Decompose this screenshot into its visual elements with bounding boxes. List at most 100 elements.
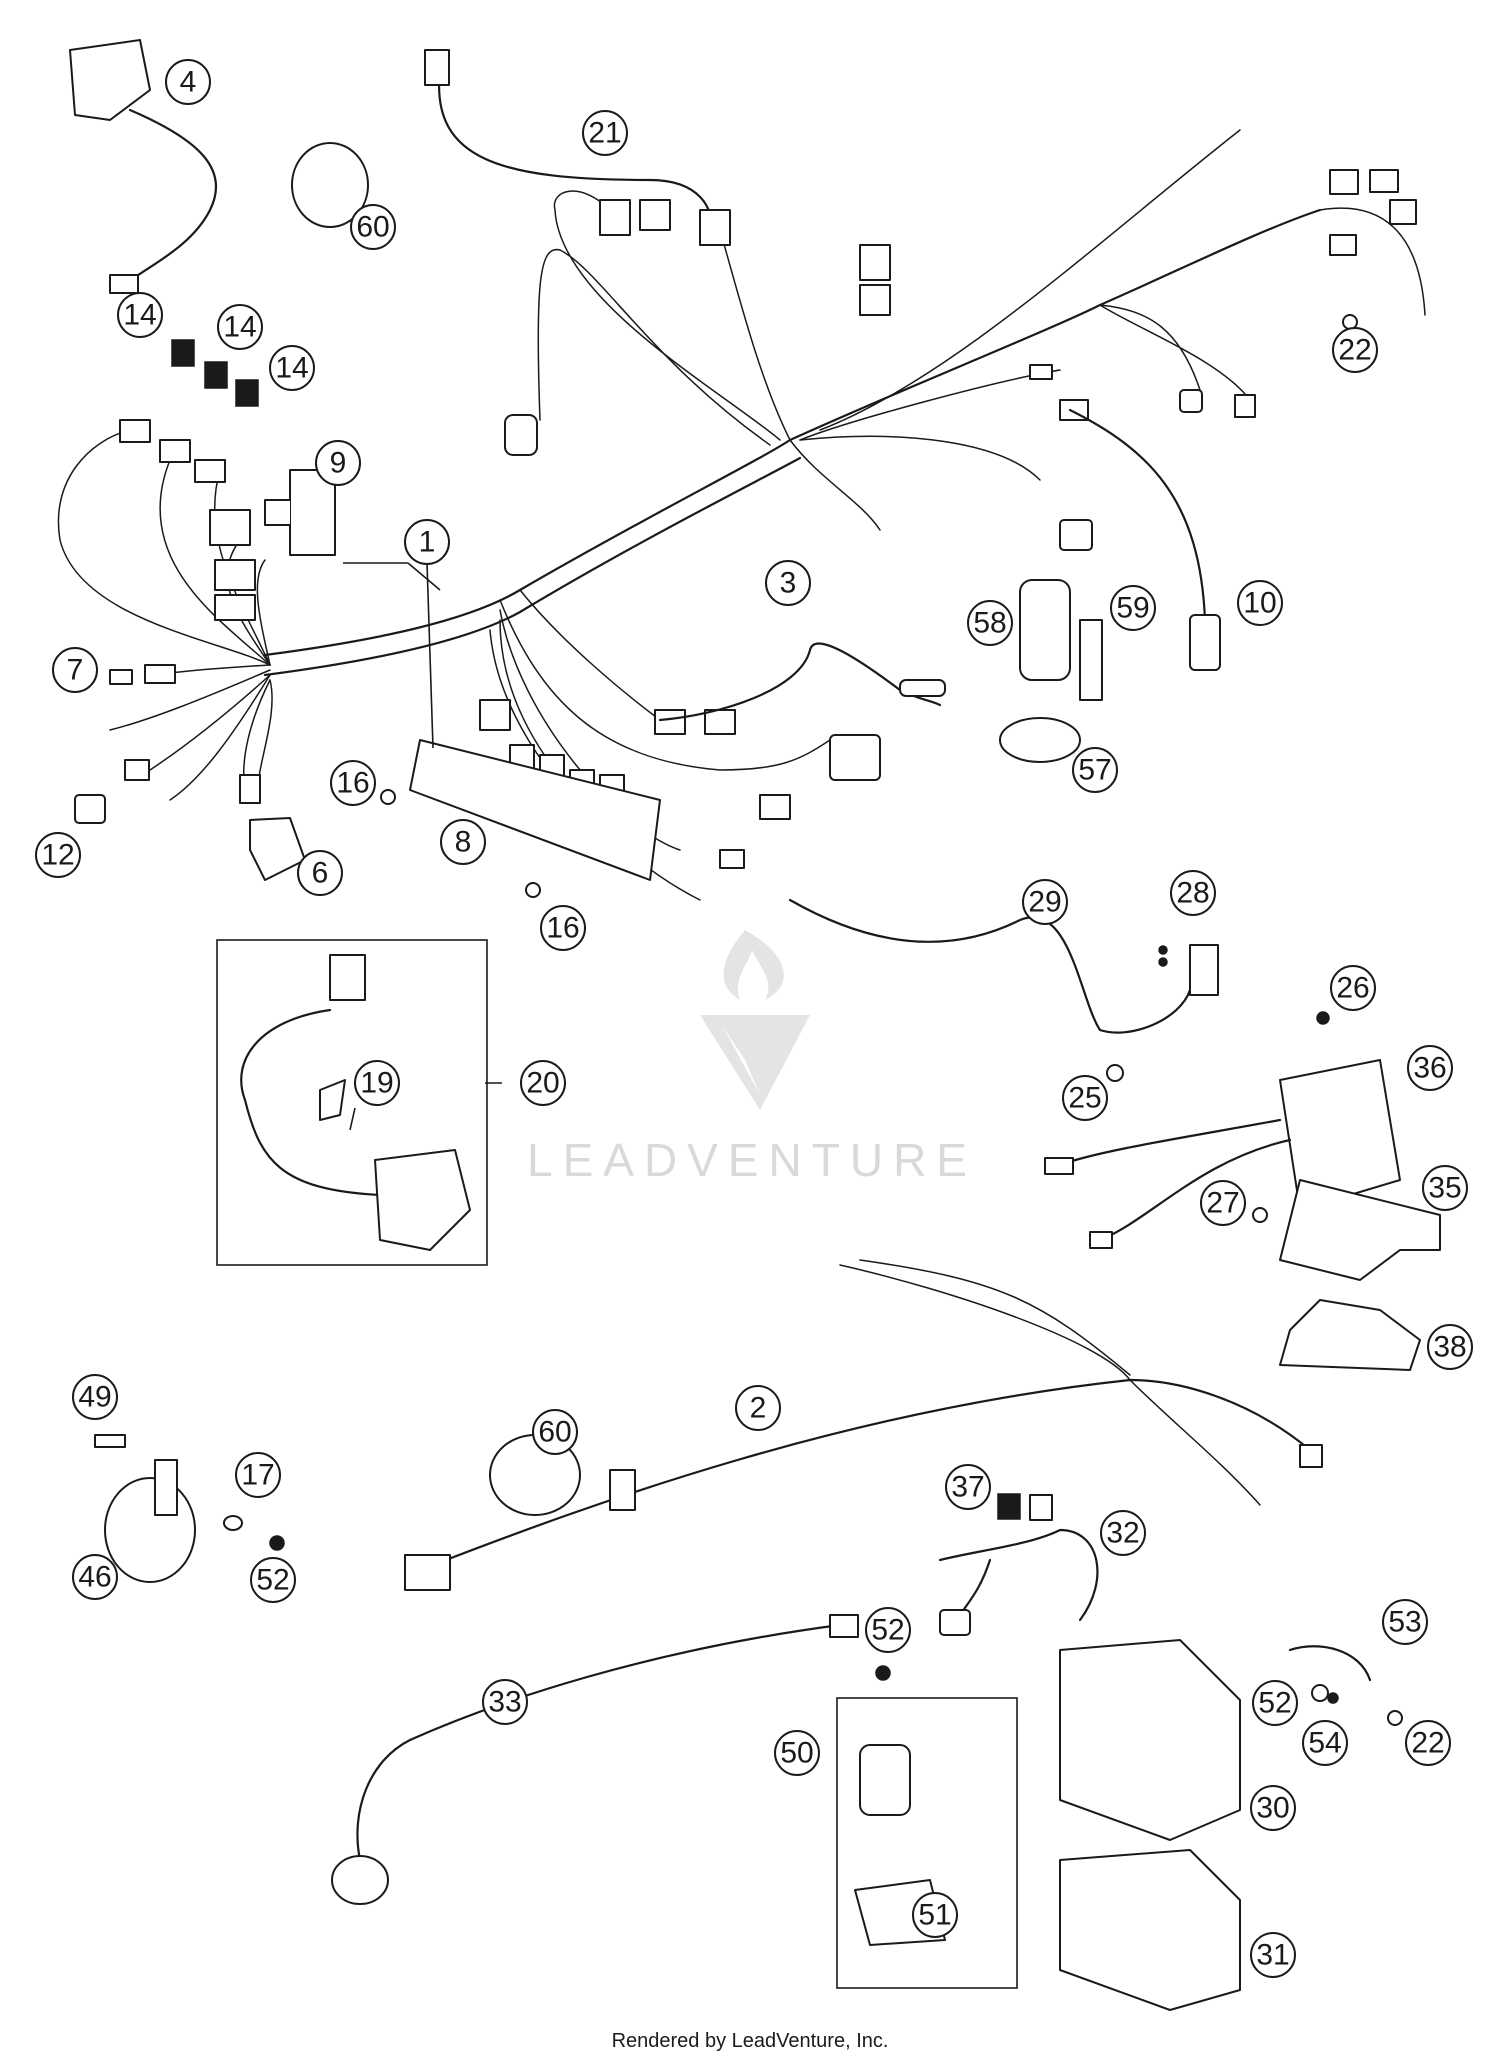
- screw: [1252, 1207, 1268, 1223]
- handlebar-switch: [374, 1149, 471, 1251]
- rubber-ring: [999, 717, 1081, 763]
- callout-28: 28: [1170, 870, 1216, 916]
- cable-terminal: [829, 1614, 859, 1638]
- svg-text:22: 22: [1338, 334, 1371, 367]
- svg-text:60: 60: [356, 211, 389, 244]
- nut: [269, 1535, 285, 1551]
- callout-54: 54: [1302, 1720, 1348, 1766]
- svg-text:46: 46: [78, 1561, 111, 1594]
- footer-credit: Rendered by LeadVenture, Inc.: [611, 2030, 889, 2052]
- callout-58: 58: [967, 600, 1013, 646]
- svg-text:58: 58: [973, 607, 1006, 640]
- callout-36: 36: [1407, 1045, 1453, 1091]
- callout-22: 22: [1405, 1720, 1451, 1766]
- svg-text:52: 52: [871, 1614, 904, 1647]
- callout-22: 22: [1332, 327, 1378, 373]
- connector-block: [1389, 199, 1417, 225]
- svg-text:52: 52: [1258, 1687, 1291, 1720]
- svg-text:57: 57: [1078, 754, 1111, 787]
- regulator-bracket: [1279, 1179, 1441, 1281]
- screw: [1342, 314, 1358, 330]
- main-fuse: [997, 1493, 1021, 1520]
- callout-2: 2: [735, 1385, 781, 1431]
- callout-52: 52: [1252, 1680, 1298, 1726]
- cable-clip: [1106, 1064, 1124, 1082]
- main-wiring-harness: [57, 129, 1426, 901]
- starter-relay-box: [836, 1697, 1018, 1989]
- connector-block: [239, 774, 261, 804]
- fuse: [171, 339, 195, 367]
- svg-text:35: 35: [1428, 1172, 1461, 1205]
- svg-text:4: 4: [180, 66, 197, 99]
- callout-16: 16: [540, 905, 586, 951]
- callout-60: 60: [350, 204, 396, 250]
- svg-text:12: 12: [41, 839, 74, 872]
- nut: [1327, 1692, 1339, 1704]
- relay-slot: [479, 699, 511, 731]
- svg-text:54: 54: [1308, 1727, 1341, 1760]
- svg-text:14: 14: [223, 311, 256, 344]
- nut: [1316, 1011, 1330, 1025]
- connector-block: [1044, 1157, 1074, 1175]
- svg-text:8: 8: [455, 826, 472, 859]
- connector-block: [119, 419, 151, 443]
- callout-35: 35: [1422, 1165, 1468, 1211]
- horn-bracket: [154, 1459, 178, 1516]
- connector-block: [124, 759, 150, 781]
- washer: [223, 1515, 243, 1531]
- callout-8: 8: [440, 819, 486, 865]
- callout-4: 4: [165, 59, 211, 105]
- flame-logo-icon: [723, 930, 784, 1000]
- connector-block: [1059, 519, 1093, 551]
- connector-block: [1369, 169, 1399, 193]
- svg-text:14: 14: [275, 352, 308, 385]
- callout-9: 9: [315, 440, 361, 486]
- svg-text:20: 20: [526, 1067, 559, 1100]
- svg-text:59: 59: [1116, 592, 1149, 625]
- callout-6: 6: [297, 850, 343, 896]
- switch-plate: [1189, 944, 1219, 996]
- connector-block: [194, 459, 226, 483]
- cable-tie: [291, 142, 369, 228]
- svg-text:9: 9: [330, 447, 347, 480]
- callout-3: 3: [765, 560, 811, 606]
- svg-text:14: 14: [123, 299, 156, 332]
- svg-text:49: 49: [78, 1381, 111, 1414]
- connector-block: [1234, 394, 1256, 418]
- horn: [104, 1477, 196, 1583]
- leadventure-watermark: LEADVENTURE: [527, 930, 967, 1186]
- callout-14: 14: [217, 304, 263, 350]
- svg-text:37: 37: [951, 1471, 984, 1504]
- rubber-cover: [249, 817, 306, 881]
- connector-block: [144, 664, 176, 684]
- callout-57: 57: [1072, 747, 1118, 793]
- svg-text:10: 10: [1243, 587, 1276, 620]
- connector-block: [859, 244, 891, 281]
- svg-text:2: 2: [750, 1392, 767, 1425]
- battery: [1059, 1639, 1241, 1841]
- svg-text:53: 53: [1388, 1606, 1421, 1639]
- svg-text:38: 38: [1433, 1331, 1466, 1364]
- svg-text:25: 25: [1068, 1082, 1101, 1115]
- connector-block: [1089, 1231, 1113, 1249]
- connector-block: [1179, 389, 1203, 413]
- fuse: [235, 379, 259, 407]
- callout-26: 26: [1330, 965, 1376, 1011]
- svg-text:1: 1: [419, 526, 436, 559]
- svg-text:32: 32: [1106, 1517, 1139, 1550]
- nut: [875, 1665, 891, 1681]
- callout-49: 49: [72, 1374, 118, 1420]
- svg-text:3: 3: [780, 567, 797, 600]
- svg-text:28: 28: [1176, 877, 1209, 910]
- cap-connector: [74, 794, 106, 824]
- svg-text:17: 17: [241, 1459, 274, 1492]
- svg-text:16: 16: [546, 912, 579, 945]
- switch-kit-box: [216, 939, 488, 1266]
- fuse: [204, 361, 228, 389]
- svg-text:19: 19: [360, 1067, 393, 1100]
- callout-14: 14: [117, 292, 163, 338]
- connector-block: [1299, 1444, 1323, 1468]
- ground-cable-terminal: [331, 1855, 389, 1905]
- leader-lines: [343, 562, 502, 1131]
